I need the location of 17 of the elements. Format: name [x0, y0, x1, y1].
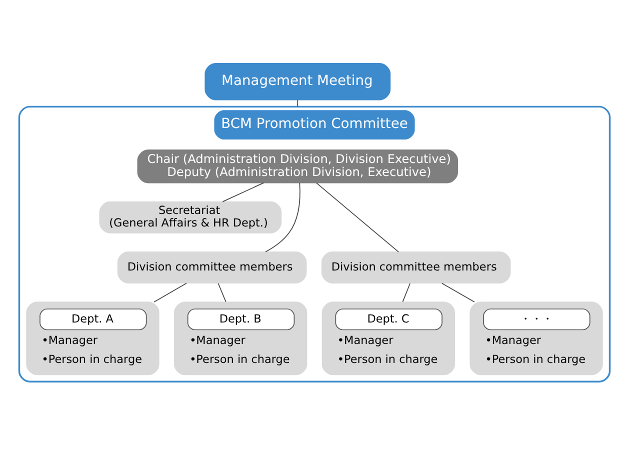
node-box: Chair (Administration Division, Division Executive) Deputy (Administration Division, Executive) — [137, 148, 458, 183]
connector — [316, 182, 399, 252]
node-box: Dept. B •Manager •Person in charge — [174, 301, 308, 375]
connector — [402, 282, 411, 302]
node-box: Dept. A •Manager •Person in charge — [26, 301, 160, 375]
node-box: ・・・ •Manager •Person in charge — [470, 301, 603, 375]
node-box: Management Meeting — [204, 62, 391, 100]
node-box: Dept. C •Manager •Person in charge — [322, 301, 455, 375]
connector — [265, 182, 300, 252]
node-box: Secretariat (General Affairs & HR Dept.) — [99, 200, 282, 233]
node-box: Division committee members — [117, 251, 307, 283]
connector — [441, 282, 475, 302]
node-box: Division committee members — [321, 251, 511, 283]
connector — [222, 182, 264, 202]
connector — [297, 99, 298, 107]
connector — [154, 282, 187, 302]
connector — [218, 282, 226, 302]
